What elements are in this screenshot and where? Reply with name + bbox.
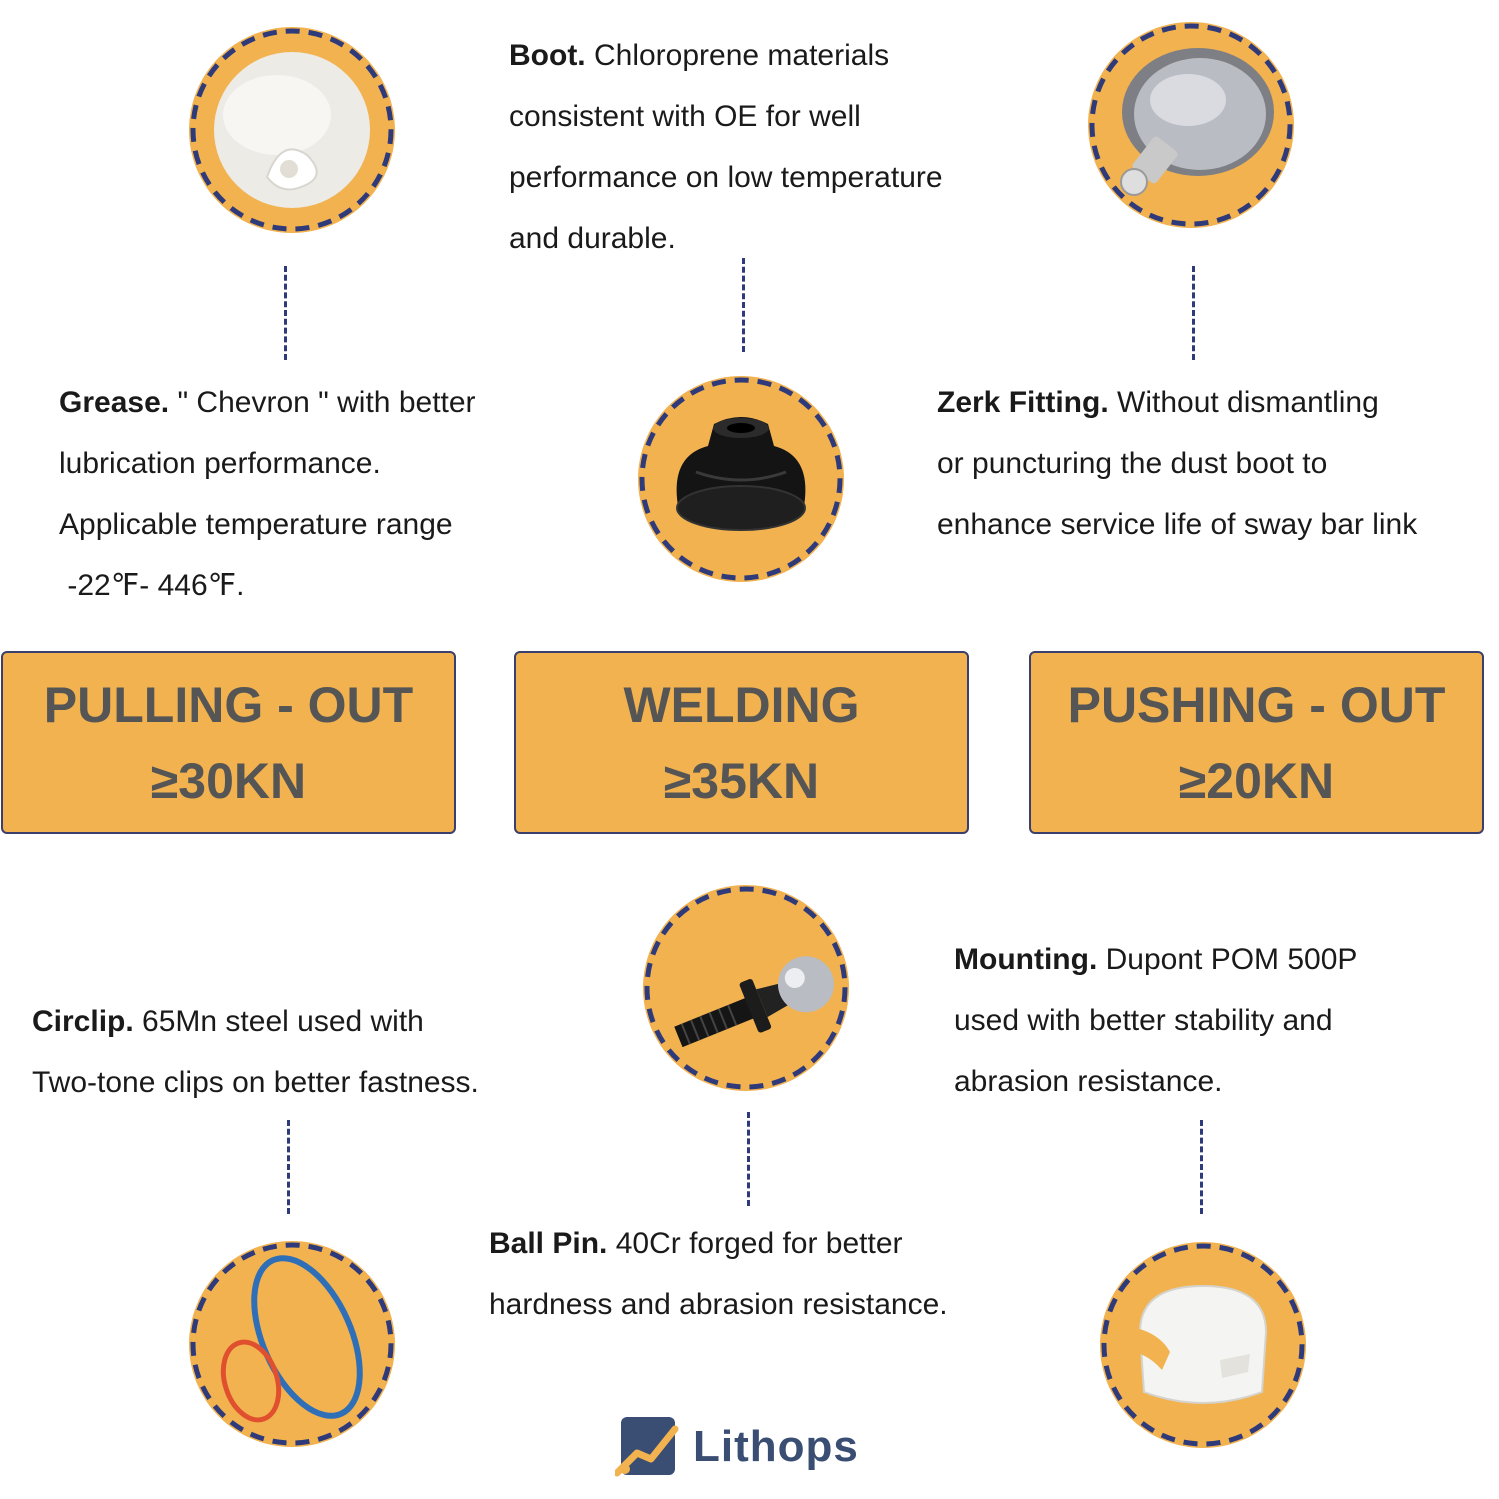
ballpin-line-2: hardness and abrasion resistance. — [489, 1288, 948, 1321]
stat-welding-value: ≥35KN — [663, 752, 820, 809]
boot-line-1: Chloroprene materials — [593, 39, 890, 72]
circlip-line-2: Two-tone clips on better fastness. — [32, 1066, 479, 1099]
connector-grease — [284, 266, 287, 360]
boot-line-3: performance on low temperature — [509, 161, 943, 194]
stat-pushing-out-label: PUSHING - OUT — [1067, 676, 1446, 733]
circlip-title: Circlip. — [32, 1005, 134, 1038]
zerk-line-2: or puncturing the dust boot to — [937, 447, 1328, 480]
circlip-image — [189, 1241, 395, 1447]
grease-image — [189, 27, 395, 233]
mounting-title: Mounting. — [954, 943, 1098, 976]
boot-line-4: and durable. — [509, 222, 676, 255]
stat-pulling-out-label: PULLING - OUT — [43, 676, 414, 733]
brand-name: Lithops — [693, 1422, 859, 1471]
grease-description: Grease. " Chevron " with better lubricat… — [59, 372, 476, 616]
grease-title: Grease. — [59, 386, 170, 419]
circlip-icon — [190, 1242, 394, 1446]
mounting-bushing-icon — [1101, 1243, 1305, 1447]
grease-line-3: Applicable temperature range — [59, 508, 453, 541]
lithops-logo-icon — [615, 1417, 679, 1477]
zerk-fitting-icon — [1089, 23, 1293, 227]
mounting-line-1: Dupont POM 500P — [1105, 943, 1358, 976]
grease-icon — [190, 28, 394, 232]
connector-boot — [742, 258, 745, 352]
ball-pin-image — [643, 885, 849, 1091]
connector-zerk — [1192, 266, 1195, 360]
zerk-line-3: enhance service life of sway bar link — [937, 508, 1418, 541]
mounting-line-3: abrasion resistance. — [954, 1065, 1223, 1098]
stat-pushing-out-value: ≥20KN — [1178, 752, 1335, 809]
stat-pulling-out: PULLING - OUT ≥30KN — [1, 651, 456, 834]
connector-circlip — [287, 1120, 290, 1214]
brand-logo: Lithops — [615, 1415, 859, 1479]
connector-mounting — [1200, 1120, 1203, 1214]
circlip-line-1: 65Mn steel used with — [142, 1005, 424, 1038]
ballpin-title: Ball Pin. — [489, 1227, 608, 1260]
boot-description: Boot. Chloroprene materials consistent w… — [509, 25, 943, 269]
circlip-description: Circlip. 65Mn steel used with Two-tone c… — [32, 991, 479, 1113]
grease-line-2: lubrication performance. — [59, 447, 381, 480]
mounting-image — [1100, 1242, 1306, 1448]
dust-boot-image — [638, 376, 844, 582]
boot-line-2: consistent with OE for well — [509, 100, 861, 133]
boot-title: Boot. — [509, 39, 586, 72]
dust-boot-icon — [639, 377, 843, 581]
zerk-description: Zerk Fitting. Without dismantling or pun… — [937, 372, 1417, 555]
ball-pin-icon — [644, 886, 848, 1090]
stat-pulling-out-value: ≥30KN — [150, 752, 307, 809]
ballpin-line-1: 40Cr forged for better — [615, 1227, 903, 1260]
zerk-line-1: Without dismantling — [1117, 386, 1379, 419]
mounting-line-2: used with better stability and — [954, 1004, 1333, 1037]
grease-line-1: " Chevron " with better — [177, 386, 476, 419]
stat-welding: WELDING ≥35KN — [514, 651, 969, 834]
zerk-title: Zerk Fitting. — [937, 386, 1109, 419]
connector-ballpin — [747, 1112, 750, 1206]
ballpin-description: Ball Pin. 40Cr forged for better hardnes… — [489, 1213, 948, 1335]
zerk-fitting-image — [1088, 22, 1294, 228]
grease-line-4: -22℉- 446℉. — [59, 569, 245, 602]
stat-pushing-out: PUSHING - OUT ≥20KN — [1029, 651, 1484, 834]
mounting-description: Mounting. Dupont POM 500P used with bett… — [954, 929, 1357, 1112]
stat-welding-label: WELDING — [623, 676, 860, 733]
